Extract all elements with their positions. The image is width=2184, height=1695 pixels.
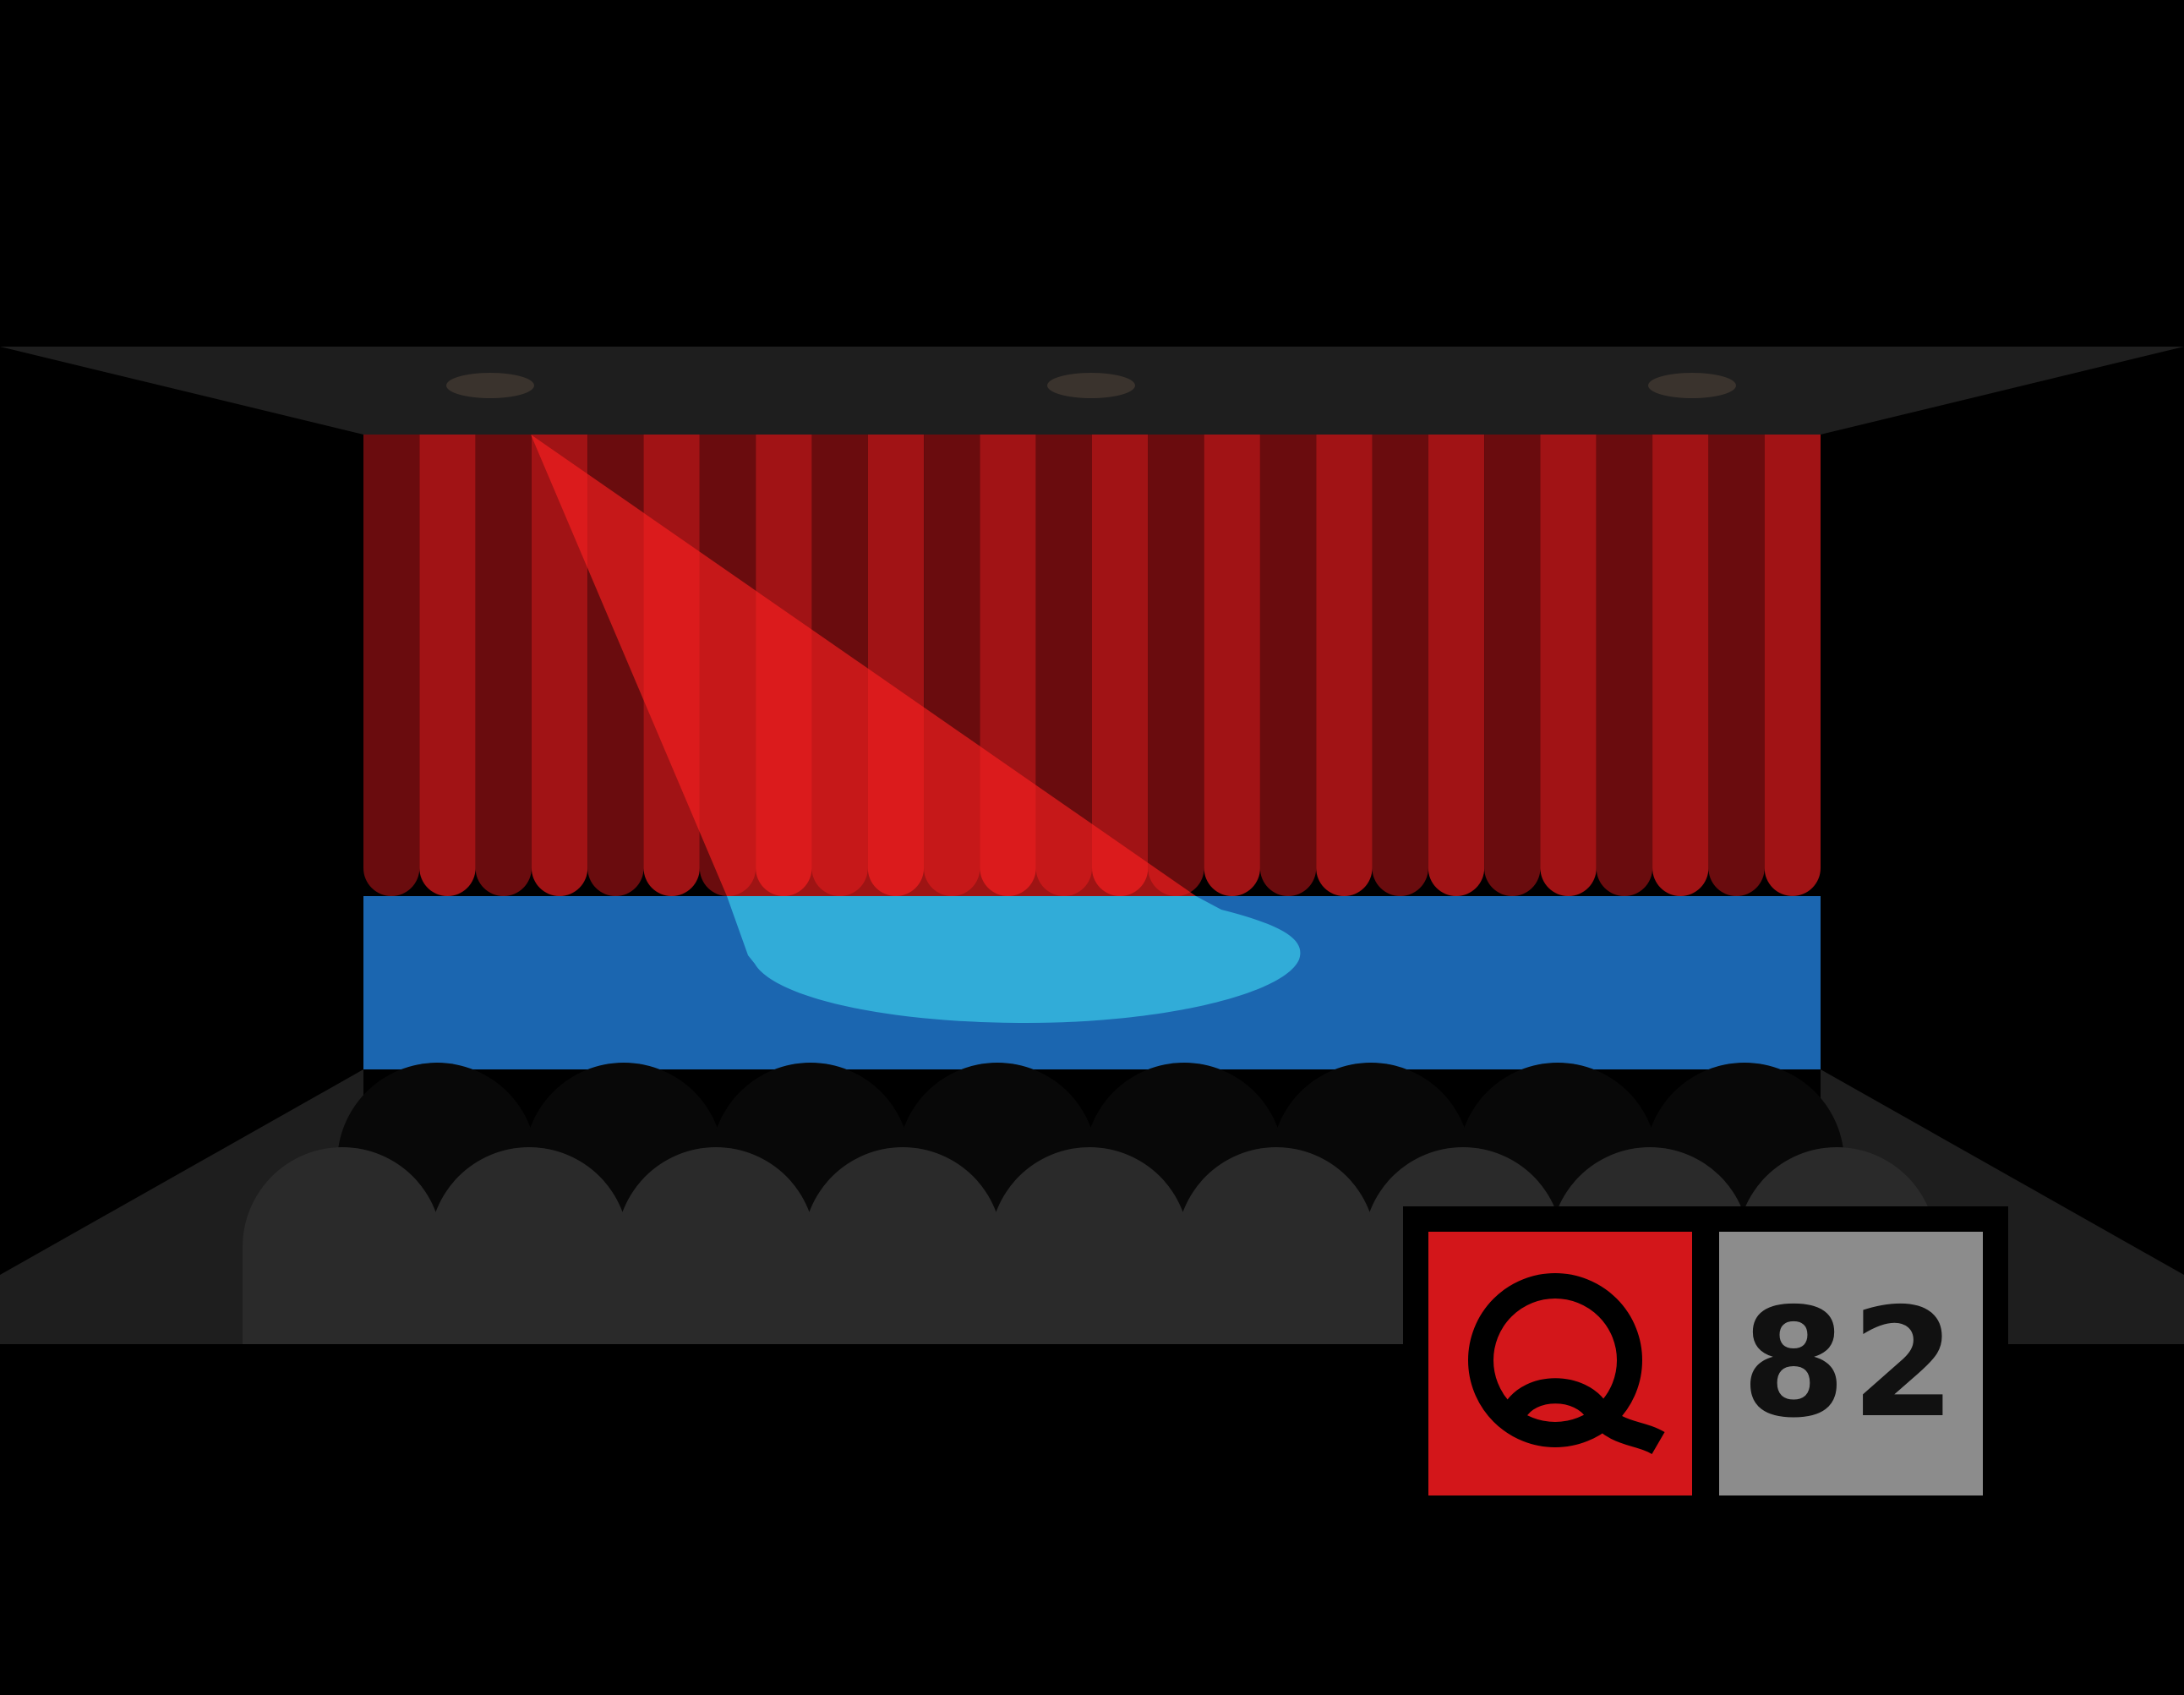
badge-letter-box: Q (1428, 1232, 1692, 1495)
curtain-fold (1204, 435, 1260, 896)
curtain-fold (1035, 435, 1092, 896)
curtain-fold (363, 435, 420, 896)
curtain-fold (475, 435, 532, 896)
seat (1177, 1147, 1376, 1344)
curtain-fold (1540, 435, 1597, 896)
curtain-fold (1372, 435, 1428, 896)
seat (990, 1147, 1189, 1344)
badge-number: 82 (1741, 1276, 1961, 1451)
q-logo-icon: Q (1468, 1273, 1665, 1455)
curtain-fold (419, 435, 476, 896)
curtain-fold (1092, 435, 1149, 896)
stage-light-icon (1047, 373, 1135, 398)
seat (803, 1147, 1002, 1344)
curtain-fold (1652, 435, 1709, 896)
stage-light-icon (1648, 373, 1736, 398)
spotlight-beam (531, 435, 1196, 896)
seat (243, 1147, 442, 1344)
seat (616, 1147, 816, 1344)
curtain-fold (1596, 435, 1653, 896)
curtain-fold (1428, 435, 1485, 896)
curtain-fold (1316, 435, 1373, 896)
curtain-fold (1484, 435, 1541, 896)
stage-light-icon (446, 373, 534, 398)
curtain-fold (1708, 435, 1765, 896)
seat (429, 1147, 629, 1344)
curtain-fold (1148, 435, 1204, 896)
rating-badge: Q 82 (1403, 1206, 2008, 1502)
curtain-fold (1259, 435, 1317, 896)
curtain-fold (531, 435, 588, 896)
spotlight-pool (727, 896, 1301, 1023)
curtain-fold (1764, 435, 1821, 896)
badge-number-box: 82 (1719, 1232, 1983, 1495)
